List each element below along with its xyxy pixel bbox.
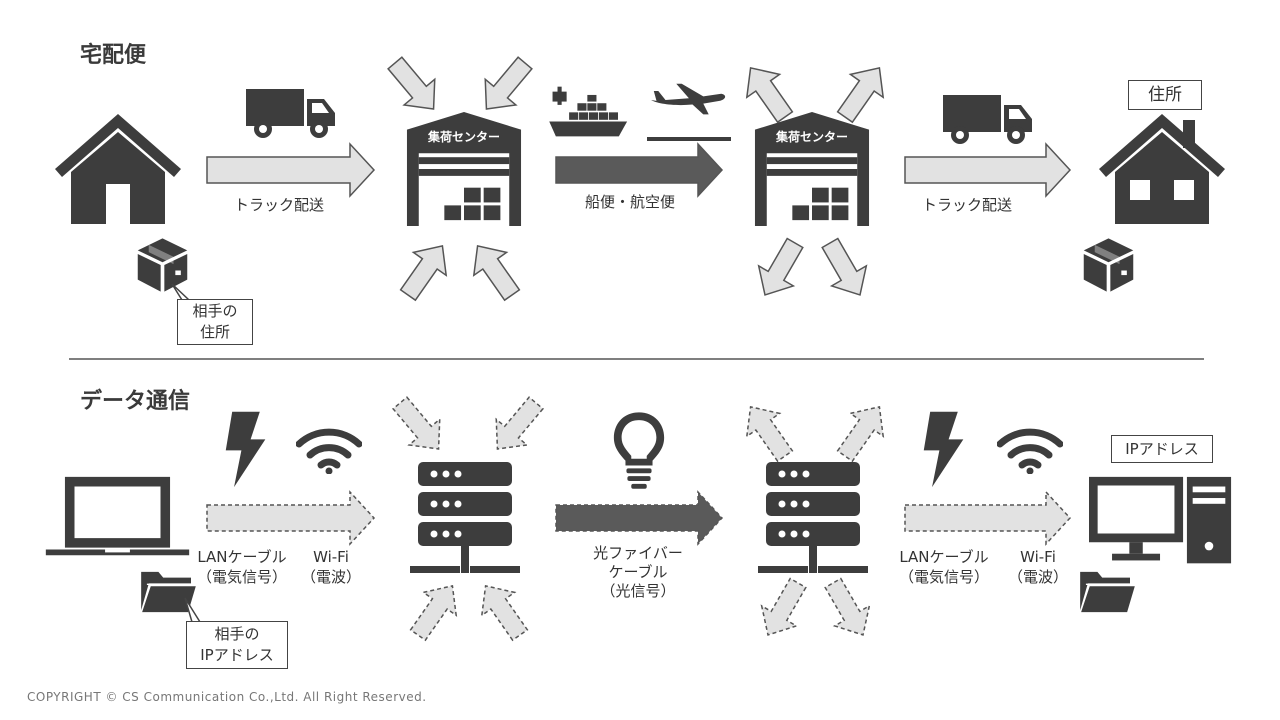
server-icon-1 [410,462,520,573]
label-line: Wi-Fi [313,548,349,566]
outbound-arrow [821,237,868,296]
data-section-title: データ通信 [80,389,191,414]
label-line: LANケーブル [899,548,989,566]
outbound-arrow [824,577,871,636]
inbound-arrow [392,396,441,450]
inbound-arrow [484,56,533,110]
truck-arrow-2 [904,142,1072,198]
sender-ip-callout: 相手の IPアドレス [186,621,288,669]
collection-center-label: 集荷センター [775,130,848,144]
package-icon [137,238,188,292]
label-line: LANケーブル [197,548,287,566]
lightning-icon [923,411,964,488]
label-line: Wi-Fi [1020,548,1056,566]
ship-icon [549,86,628,137]
inbound-arrow [480,584,529,642]
outbound-arrow [836,66,885,124]
inbound-arrow [387,56,436,110]
label-line: 光ファイバー [593,544,683,562]
package-icon [1083,238,1134,292]
runway-line [647,137,731,141]
lan-cable-label: LANケーブル （電気信号） [892,547,996,587]
truck-delivery-label: トラック配送 [921,196,1012,214]
fiber-arrow [555,490,724,546]
truck-icon [246,89,335,138]
outbound-arrow [745,66,794,124]
wifi-label: Wi-Fi （電波） [296,547,366,587]
copyright-text: COPYRIGHT © CS Communication Co.,Ltd. Al… [27,690,427,704]
lan-cable-label: LANケーブル （電気信号） [190,547,294,587]
truck-icon [943,95,1032,144]
truck-arrow-1 [206,142,376,198]
house-icon [55,114,181,224]
lightning-icon [225,411,266,488]
ship-arrow [555,142,724,198]
fiber-cable-label: 光ファイバー ケーブル （光信号） [578,544,698,601]
inbound-arrow [472,244,521,302]
inbound-arrow [399,244,448,302]
lightbulb-icon [613,412,665,489]
outbound-arrow [836,405,885,463]
destination-house-icon [1099,114,1225,224]
ip-address-label: IPアドレス [1111,435,1213,463]
outbound-arrow [757,237,804,296]
callout-pointer [171,283,191,301]
label-line: ケーブル [608,563,668,581]
callout-line: 住所 [199,323,230,341]
label-line: （電気信号） [898,568,989,586]
label-line: （電気信号） [196,568,287,586]
lan-arrow-2 [904,490,1072,546]
label-line: （光信号） [600,582,676,600]
sender-address-callout: 相手の 住所 [177,299,253,345]
wifi-icon [1000,432,1060,474]
wifi-icon [299,432,359,474]
outbound-arrow [745,405,794,463]
delivery-section-title: 宅配便 [80,43,147,68]
collection-center-label: 集荷センター [427,130,500,144]
address-label: 住所 [1128,80,1202,110]
desktop-pc-icon [1089,476,1232,564]
label-line: （電波） [1007,568,1068,586]
callout-line: 相手の [214,625,260,643]
plane-icon [651,83,726,115]
server-icon-2 [758,462,868,573]
callout-line: IPアドレス [200,646,274,664]
inbound-arrow [495,396,544,450]
truck-delivery-label: トラック配送 [233,196,324,214]
lan-arrow-1 [206,490,376,546]
inbound-arrow [409,584,458,642]
callout-line: 相手の [192,302,238,320]
label-line: （電波） [300,568,361,586]
ship-air-label: 船便・航空便 [584,193,675,211]
wifi-label: Wi-Fi （電波） [1003,547,1073,587]
laptop-icon [45,476,190,556]
folder-icon [1079,571,1136,613]
outbound-arrow [760,577,807,636]
